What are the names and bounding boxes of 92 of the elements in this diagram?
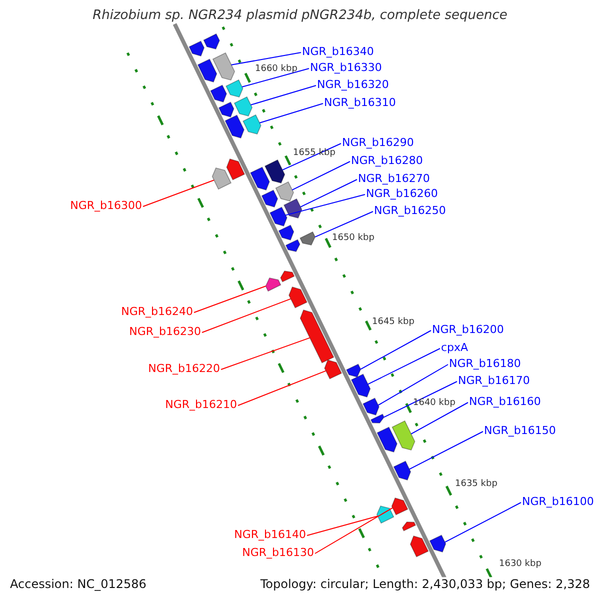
gene-block	[392, 420, 416, 450]
title: Rhizobium sp. NGR234 plasmid pNGR234b, complete sequence	[92, 8, 508, 23]
leader-line	[194, 286, 266, 313]
gene-block	[288, 286, 308, 308]
gene-block	[393, 460, 412, 480]
gene-block	[226, 79, 244, 98]
scale-tick-label: 1655 kbp	[293, 148, 336, 159]
gene-label: cpxA	[441, 341, 468, 354]
gene-block	[218, 102, 234, 118]
gene-label: NGR_b16180	[449, 357, 521, 370]
leader-line	[306, 516, 378, 536]
leader-line	[384, 381, 458, 418]
leader-line	[410, 402, 468, 434]
gene-block	[203, 33, 220, 50]
gene-label: NGR_b16250	[374, 204, 446, 217]
leader-line	[285, 194, 366, 216]
leader-line	[238, 370, 326, 406]
gene-label: NGR_b16210	[165, 398, 237, 411]
gene-label: NGR_b16340	[302, 45, 374, 58]
gene-block	[376, 426, 398, 452]
gene-block	[250, 166, 270, 190]
leader-line	[314, 211, 374, 238]
gene-block	[283, 198, 302, 218]
leader-line	[250, 85, 316, 106]
gene-block	[285, 239, 300, 252]
scale-tick-label: 1640 kbp	[413, 398, 456, 409]
leader-line	[282, 143, 342, 170]
gene-block	[265, 278, 282, 292]
gene-block	[226, 158, 246, 180]
gene-block	[410, 536, 429, 558]
leader-line	[230, 52, 302, 66]
leader-line	[220, 337, 310, 370]
gene-block	[429, 534, 446, 552]
gene-label: NGR_b16160	[469, 395, 541, 408]
gene-block	[376, 506, 394, 524]
gene-block	[324, 360, 342, 380]
leader-line	[360, 330, 432, 370]
leader-line	[408, 431, 484, 470]
leader-line	[314, 507, 394, 554]
gene-label: NGR_b16200	[432, 323, 504, 336]
gene-block	[346, 364, 362, 378]
gene-block	[188, 40, 205, 56]
gene-block	[212, 168, 232, 190]
scale-tick-label: 1630 kbp	[499, 559, 542, 570]
accession-text: Accession: NC_012586	[10, 577, 146, 591]
leader-line	[300, 179, 358, 208]
gene-block	[197, 58, 218, 82]
scale-tick-label: 1645 kbp	[372, 317, 414, 328]
leader-line	[259, 103, 324, 124]
gene-label: NGR_b16220	[148, 362, 220, 375]
gene-label: NGR_b16240	[121, 305, 193, 318]
gene-label: NGR_b16280	[351, 154, 423, 167]
gene-block	[275, 181, 294, 202]
gene-block	[300, 231, 316, 246]
gene-label: NGR_b16260	[366, 187, 438, 200]
leader-line	[444, 502, 522, 543]
leader-line	[202, 298, 292, 333]
gene-label: NGR_b16130	[242, 546, 314, 559]
gene-label: NGR_b16300	[70, 199, 142, 212]
gene-block	[278, 224, 294, 240]
leader-line	[368, 348, 440, 385]
leader-line	[292, 161, 350, 190]
gene-label: NGR_b16330	[310, 61, 382, 74]
gene-block	[269, 206, 288, 226]
gene-label: NGR_b16270	[358, 172, 430, 185]
gene-block	[234, 96, 253, 116]
gene-label: NGR_b16150	[484, 424, 556, 437]
gene-block	[280, 270, 295, 282]
gene-label: NGR_b16320	[317, 78, 389, 91]
sequence-summary-text: Topology: circular; Length: 2,430,033 bp; Genes: 2,328	[260, 577, 590, 591]
gene-block	[224, 114, 244, 138]
gene-block	[370, 414, 384, 424]
leader-line	[142, 180, 214, 207]
gene-block	[210, 84, 227, 102]
gene-block	[212, 52, 236, 80]
gene-label: NGR_b16140	[234, 528, 306, 541]
gene-block	[402, 522, 416, 532]
gene-label: NGR_b16290	[342, 136, 414, 149]
scale-tick-label: 1650 kbp	[332, 233, 374, 244]
scale-tick-label: 1635 kbp	[455, 479, 498, 490]
gene-block	[261, 190, 278, 208]
leader-line	[242, 68, 310, 88]
leader-line	[378, 364, 448, 406]
gene-block	[264, 159, 286, 184]
gene-label: NGR_b16100	[522, 495, 594, 508]
gene-label: NGR_b16170	[458, 374, 530, 387]
gene-block	[242, 114, 262, 134]
gene-label: NGR_b16310	[324, 96, 396, 109]
gene-block	[391, 498, 408, 516]
scale-tick-label: 1660 kbp	[255, 64, 298, 75]
gene-block	[300, 310, 334, 364]
gene-label: NGR_b16230	[129, 325, 201, 338]
